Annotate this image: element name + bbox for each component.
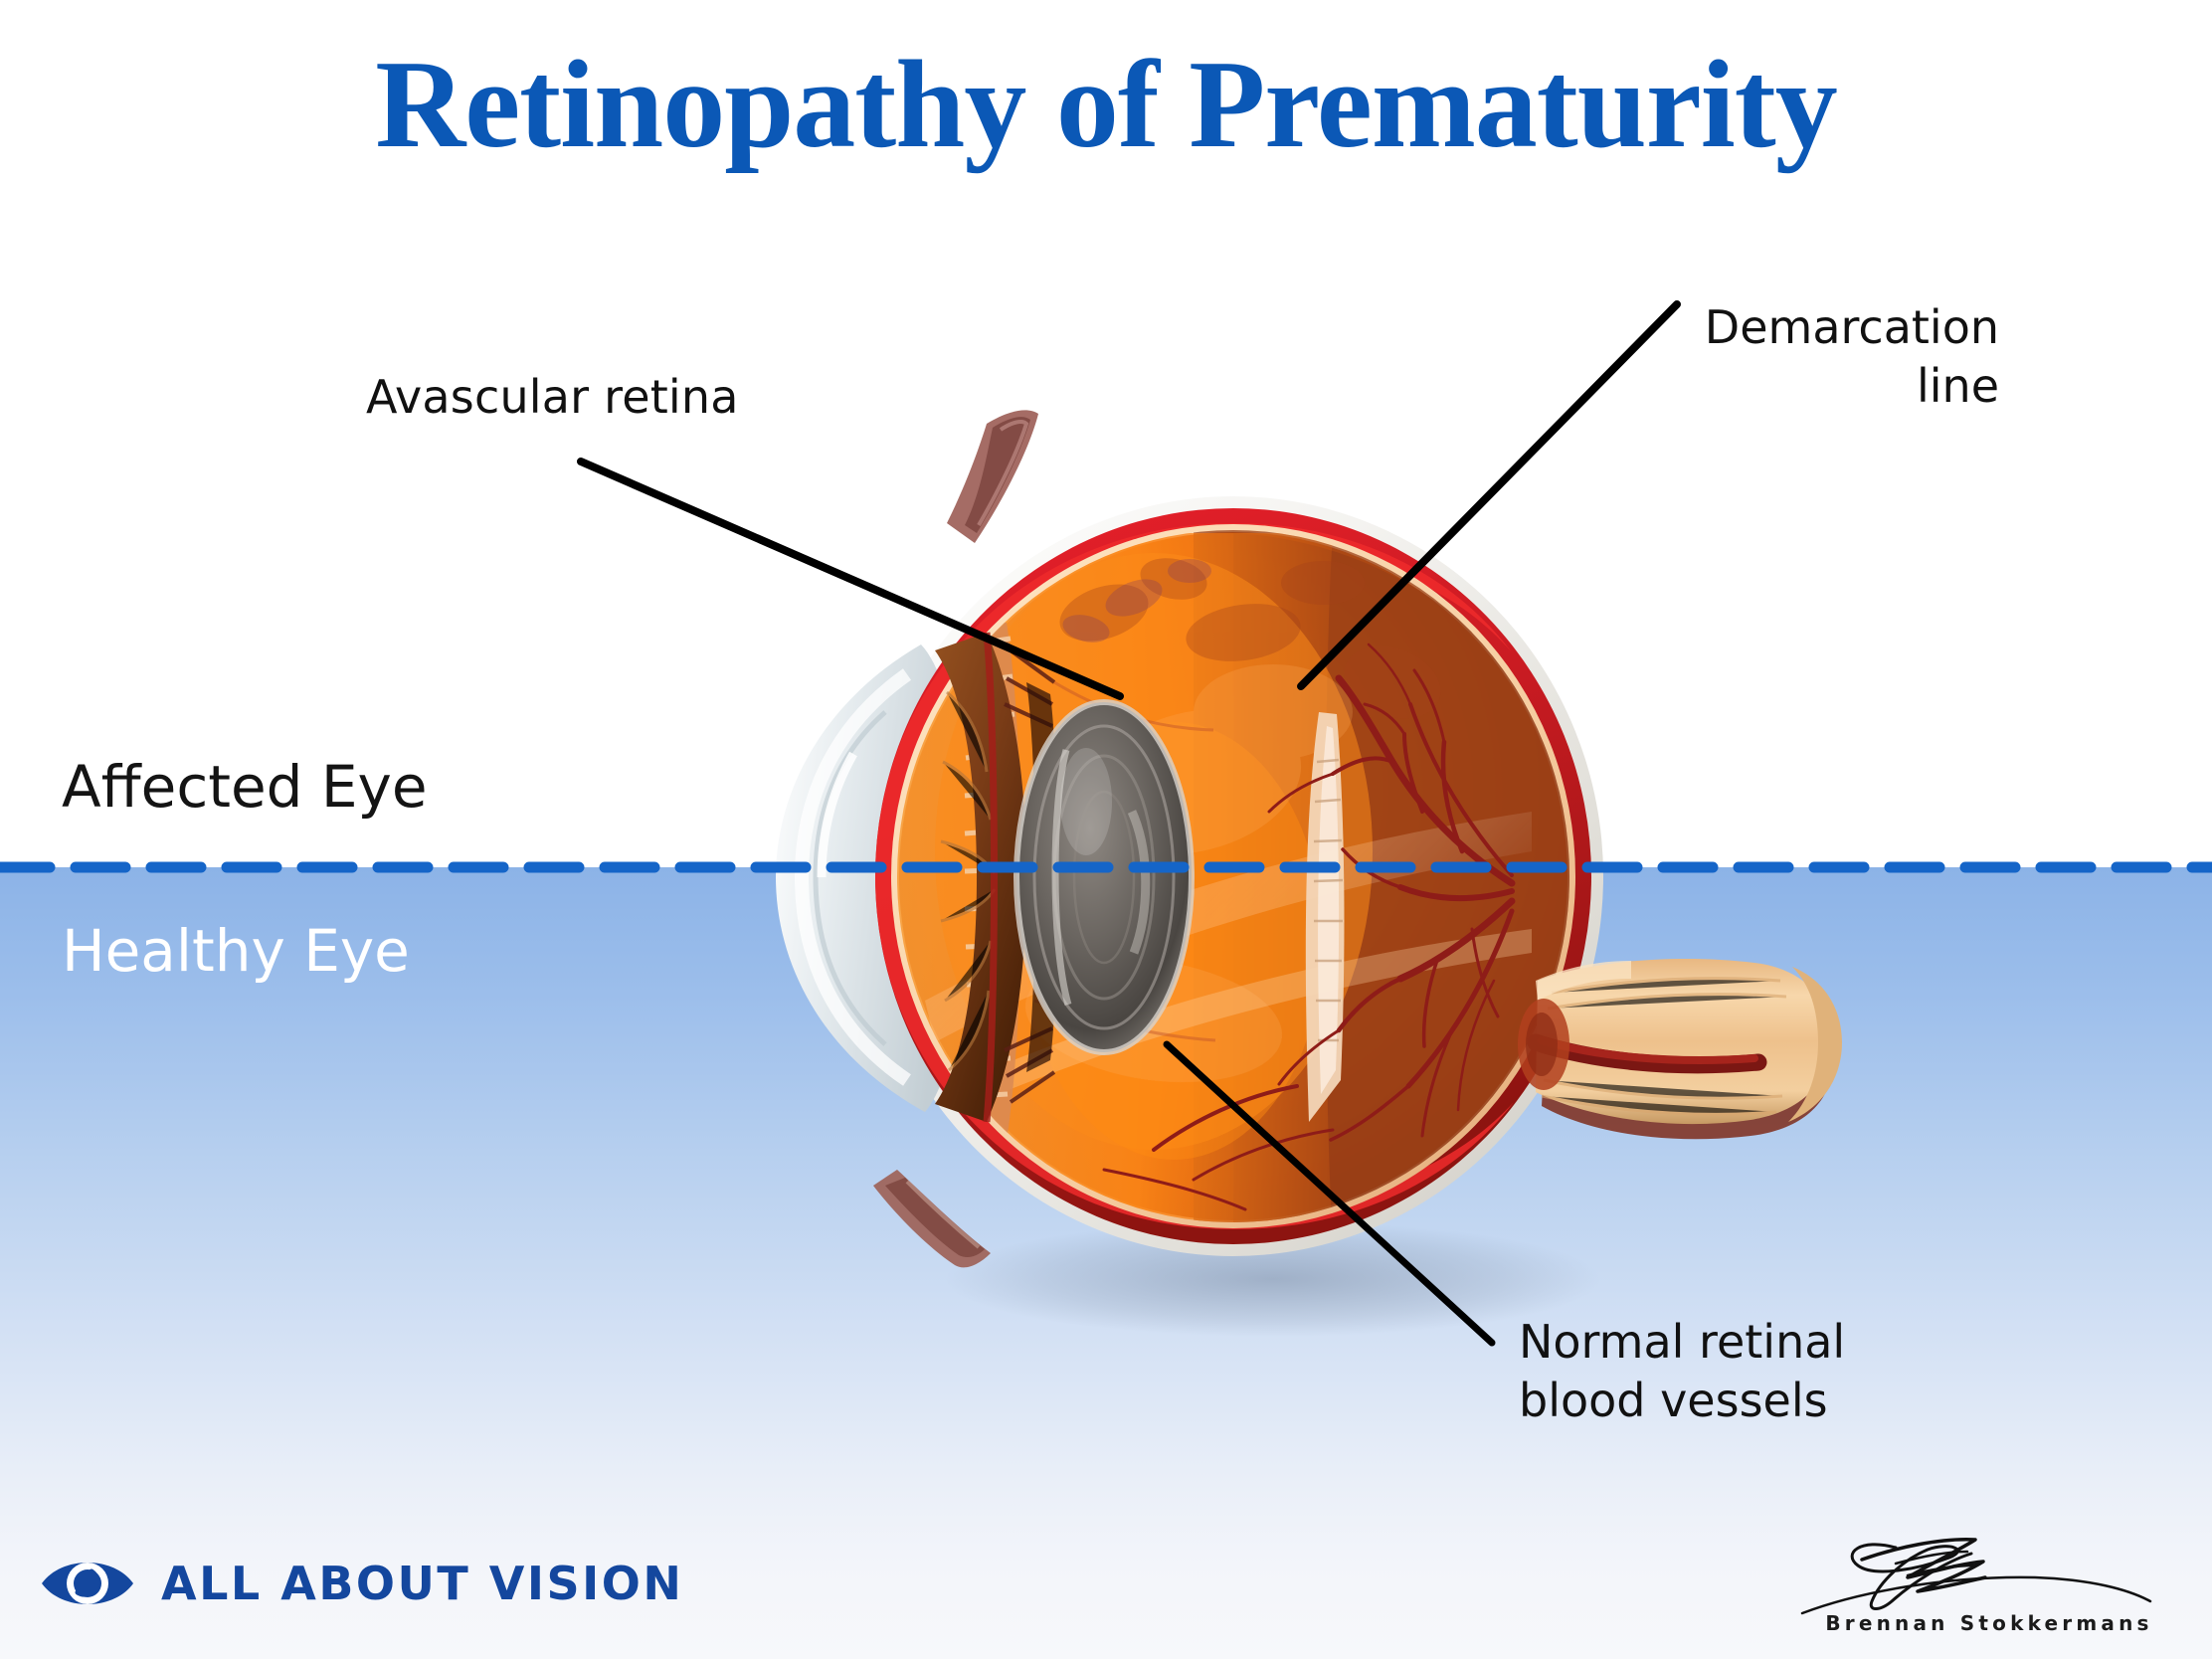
optic-nerve	[1527, 959, 1842, 1140]
section-label-healthy-eye: Healthy Eye	[62, 917, 410, 985]
artist-signature-name: Brennan Stokkermans	[1825, 1611, 2153, 1635]
callout-demarcation-line-1: Demarcation	[1704, 300, 1999, 354]
superior-rectus-muscle	[947, 410, 1038, 543]
callout-demarcation-line: Demarcation line	[1577, 298, 1999, 416]
page-title: Retinopathy of Prematurity	[375, 36, 1837, 174]
brand-logo[interactable]: ALL ABOUT VISION	[40, 1548, 683, 1619]
artist-signature-mark	[1800, 1520, 2170, 1639]
eye-comparison-divider	[0, 861, 2212, 873]
callout-avascular-retina: Avascular retina	[366, 370, 739, 424]
crystalline-lens	[1014, 699, 1195, 1055]
callout-normal-line-1: Normal retinal	[1519, 1315, 1846, 1369]
eye-cross-section-illustration	[637, 384, 1850, 1369]
callout-demarcation-line-2: line	[1916, 358, 1999, 413]
eye-logo-icon	[42, 1563, 133, 1604]
brand-logo-text: ALL ABOUT VISION	[161, 1557, 684, 1610]
inferior-rectus-muscle	[873, 1170, 991, 1268]
callout-normal-retinal-vessels: Normal retinal blood vessels	[1519, 1313, 1845, 1430]
callout-normal-line-2: blood vessels	[1519, 1373, 1828, 1427]
demarcation-line-feature	[1305, 712, 1345, 1122]
section-label-affected-eye: Affected Eye	[62, 753, 428, 821]
